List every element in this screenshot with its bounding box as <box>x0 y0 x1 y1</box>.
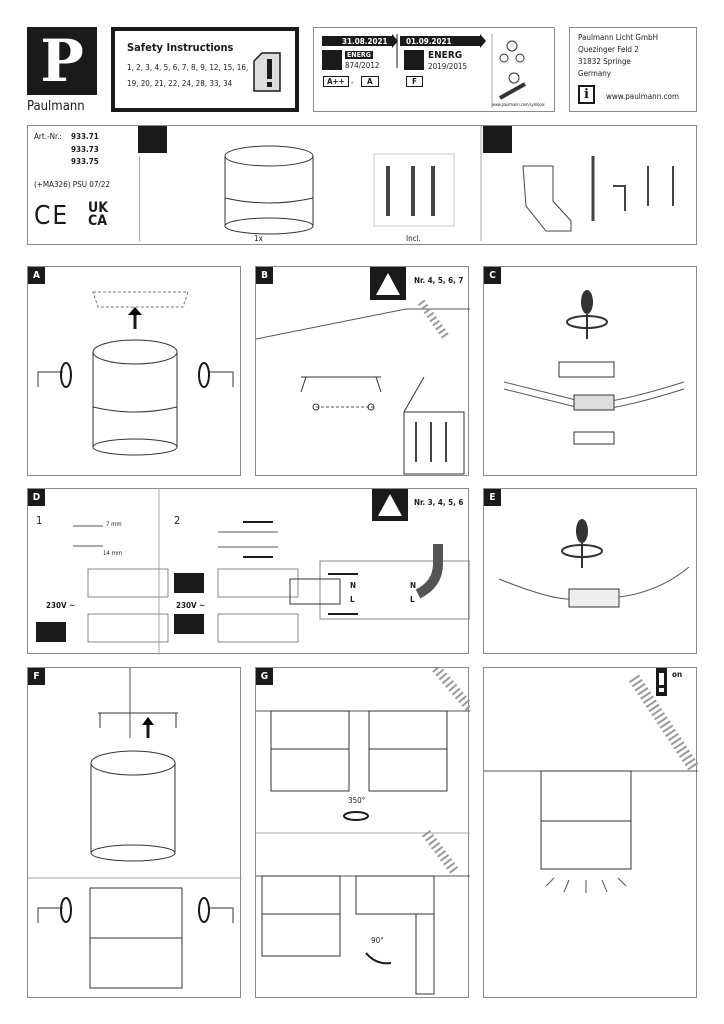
step-f-drawing <box>28 668 242 989</box>
class-high: A++ <box>323 76 349 87</box>
step-note: Nr. 3, 4, 5, 6 <box>414 498 464 507</box>
website-link[interactable]: www.paulmann.com <box>606 92 679 101</box>
brand-name: Paulmann <box>27 99 85 114</box>
step-e-panel: E <box>483 488 697 654</box>
box-contents-icon <box>138 126 167 153</box>
step-h-drawing <box>484 668 698 893</box>
ce-mark: CE <box>34 201 70 231</box>
step-label: F <box>28 668 45 685</box>
safety-instructions-box: Safety Instructions 1, 2, 3, 4, 5, 6, 7,… <box>111 27 299 112</box>
step-a-panel: A <box>27 266 241 476</box>
ukca-top: UK <box>88 200 108 216</box>
divider <box>139 156 140 241</box>
energ-old: ENERG <box>345 51 373 59</box>
step-d-drawing <box>36 489 470 655</box>
included-label: Incl. <box>406 234 421 243</box>
street: Quezinger Feld 2 <box>578 45 639 54</box>
company-name: Paulmann Licht GmbH <box>578 33 658 42</box>
symbols-url[interactable]: www.paulmann.com/symbols <box>492 102 545 107</box>
art-label: Art.-Nr.: <box>34 132 62 141</box>
reg-new: 2019/2015 <box>428 62 468 71</box>
step-c-drawing <box>503 290 685 445</box>
quantity-label: 1x <box>254 234 263 243</box>
live-label: L <box>410 595 415 604</box>
step-c-panel: C <box>483 266 697 476</box>
voltage-label: 230V ~ <box>46 601 76 610</box>
reg-old: 874/2012 <box>345 61 380 70</box>
step-label: D <box>28 489 45 506</box>
ukca-bottom: CA <box>88 213 107 229</box>
class-new: F <box>406 76 423 87</box>
step-e-drawing <box>498 519 690 608</box>
class-low: A <box>361 76 379 87</box>
address-box: Paulmann Licht GmbH Quezinger Feld 2 318… <box>569 27 697 112</box>
safety-title: Safety Instructions <box>127 41 234 54</box>
power-on-label: on <box>672 670 683 679</box>
psu-info: (+MA326) PSU 07/22 <box>34 180 111 189</box>
city: 31832 Springe <box>578 57 631 66</box>
step-note: Nr. 4, 5, 6, 7 <box>414 276 464 285</box>
date-new: 01.09.2021 <box>406 37 452 46</box>
art-number: 933.71 <box>71 132 99 141</box>
date-old: 31.08.2021 <box>342 37 388 46</box>
rotation-angle-90: 90° <box>371 936 384 945</box>
step-label: C <box>484 267 501 284</box>
step-g-panel: G 350° 90° <box>255 667 470 998</box>
safety-numbers-2: 19, 20, 21, 22, 24, 28, 33, 34 <box>127 79 233 88</box>
step-g-drawing <box>256 668 470 995</box>
step-label: G <box>256 668 273 685</box>
strip-length-14mm: 14 mm <box>103 550 123 557</box>
safety-numbers-1: 1, 2, 3, 4, 5, 6, 7, 8, 9, 12, 15, 16, <box>127 63 249 72</box>
step-h-panel: on <box>483 667 698 998</box>
energy-label-box: 31.08.2021 01.09.2021 ENERG 874/2012 ENE… <box>313 27 555 112</box>
rotation-angle-350: 350° <box>348 796 366 805</box>
neutral-label: N <box>410 581 417 590</box>
step-label: E <box>484 489 501 506</box>
step-b-panel: B Nr. 4, 5, 6, 7 <box>255 266 470 476</box>
substep-1: 1 <box>36 514 43 527</box>
step-d-panel: D 1 2 Nr. 3, 4, 5, 6 7 mm 14 mm 230V ~ 2… <box>27 488 470 655</box>
product-drawings <box>224 126 674 241</box>
warning-document-icon <box>253 52 281 92</box>
product-info-row: Art.-Nr.: 933.71 933.73 933.75 (+MA326) … <box>27 125 697 245</box>
strip-length-7mm: 7 mm <box>106 521 122 528</box>
step-b-drawing <box>256 267 470 475</box>
art-number: 933.73 <box>71 145 99 154</box>
substep-2: 2 <box>174 514 181 527</box>
country: Germany <box>578 69 612 78</box>
voltage-label: 230V ~ <box>176 601 206 610</box>
step-f-panel: F <box>27 667 242 998</box>
step-a-drawing <box>37 291 234 456</box>
paulmann-logo: P <box>27 27 97 95</box>
energy-arrows <box>322 34 526 108</box>
neutral-label: N <box>350 581 357 590</box>
step-label: B <box>256 267 273 284</box>
info-icon: i <box>578 85 595 104</box>
live-label: L <box>350 595 355 604</box>
step-label: A <box>28 267 45 284</box>
energ-new: ENERG <box>428 50 463 61</box>
art-number: 933.75 <box>71 157 99 166</box>
class-dash: - <box>351 78 354 87</box>
